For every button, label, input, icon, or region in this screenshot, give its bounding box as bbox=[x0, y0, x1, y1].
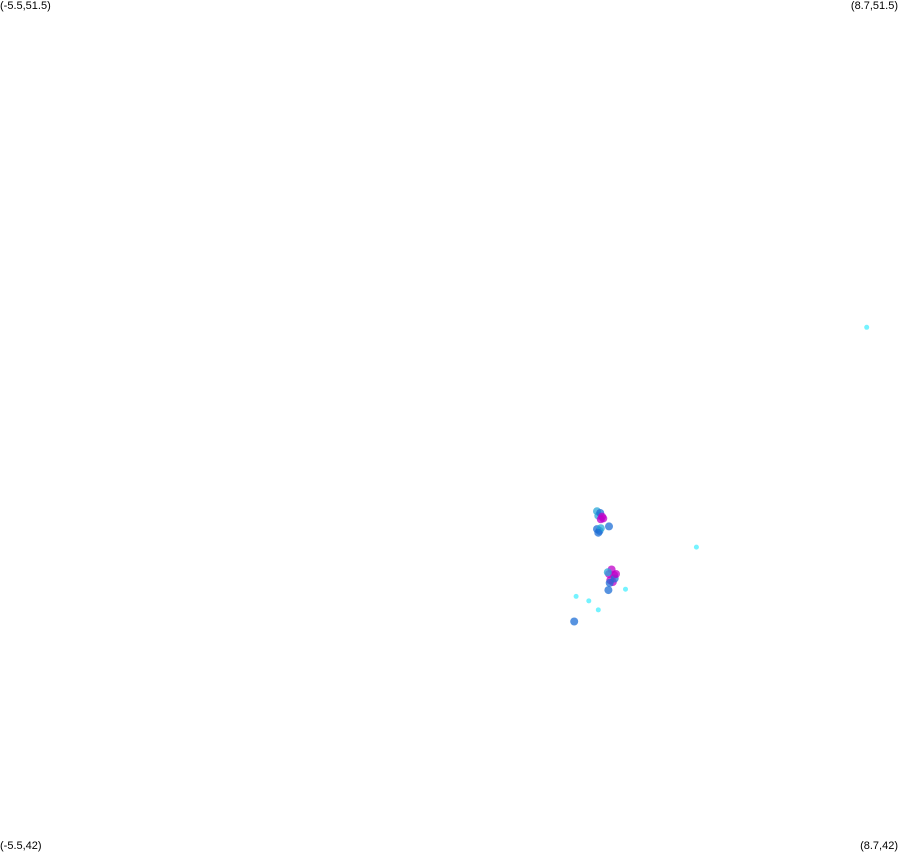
map-point[interactable] bbox=[603, 568, 612, 577]
map-point[interactable] bbox=[594, 528, 603, 537]
corner-label-bottom-right: (8.7,42) bbox=[860, 840, 898, 852]
map-point[interactable] bbox=[864, 324, 870, 330]
corner-label-top-right: (8.7,51.5) bbox=[850, 0, 898, 12]
map-point[interactable] bbox=[595, 607, 601, 613]
map-point[interactable] bbox=[573, 593, 579, 599]
map-point[interactable] bbox=[604, 586, 613, 595]
map-point[interactable] bbox=[586, 598, 592, 604]
map-point[interactable] bbox=[623, 586, 628, 592]
map-point[interactable] bbox=[605, 578, 614, 587]
map-point[interactable] bbox=[599, 514, 608, 523]
corner-label-top-left: (-5.5,51.5) bbox=[0, 0, 51, 12]
map-point[interactable] bbox=[570, 617, 579, 626]
corner-label-bottom-left: (-5.5,42) bbox=[0, 840, 42, 852]
map-point[interactable] bbox=[612, 570, 620, 578]
points-layer bbox=[570, 324, 870, 626]
map-point[interactable] bbox=[605, 522, 613, 531]
map-point[interactable] bbox=[693, 544, 699, 550]
